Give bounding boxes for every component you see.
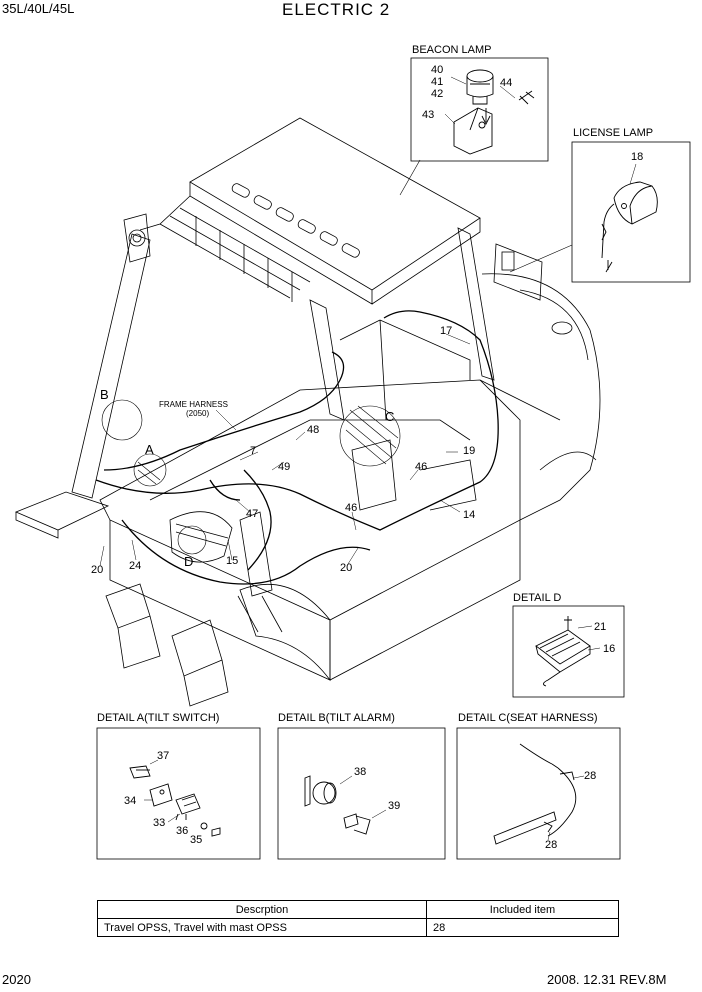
- detail-c-title: DETAIL C(SEAT HARNESS): [458, 712, 598, 724]
- header-description: Descrption: [97, 900, 427, 919]
- beacon-lamp-box: [410, 57, 549, 162]
- model-label: 35L/40L/45L: [2, 1, 75, 16]
- license-lamp-title: LICENSE LAMP: [573, 127, 654, 139]
- part-number: 42: [431, 88, 444, 100]
- license-lamp-art: [601, 163, 658, 273]
- part-number: 21: [594, 621, 607, 633]
- callout: 20: [91, 564, 104, 576]
- callout: B: [100, 387, 109, 402]
- part-number: 18: [631, 151, 644, 163]
- callout: 46: [415, 461, 428, 473]
- callout: 20: [340, 562, 353, 574]
- part-number: 16: [603, 643, 616, 655]
- row-description: Travel OPSS, Travel with mast OPSS: [97, 918, 427, 937]
- detail-b-box: [277, 727, 446, 860]
- part-number: 28: [584, 770, 597, 782]
- truck-frame-art: [14, 117, 601, 707]
- detail-a-box: [96, 727, 261, 860]
- callout: 46: [345, 502, 358, 514]
- table-row: Travel OPSS, Travel with mast OPSS 28: [97, 918, 619, 937]
- part-number: 28: [545, 839, 558, 851]
- callout: 7: [250, 445, 257, 457]
- frame-harness-wiring: [95, 310, 499, 585]
- part-number: 39: [388, 800, 401, 812]
- part-number: 37: [157, 750, 170, 762]
- beacon-lamp-title: BEACON LAMP: [412, 44, 492, 56]
- detail-a-art: [129, 759, 221, 837]
- frame-harness-code: (2050): [186, 409, 210, 418]
- part-number: 34: [124, 795, 137, 807]
- callout: 19: [463, 445, 476, 457]
- callout: D: [184, 554, 194, 569]
- callout-leaders: [99, 333, 471, 567]
- detail-circles: [101, 399, 401, 555]
- detail-c-box: [456, 727, 621, 860]
- callout: 15: [226, 555, 239, 567]
- frame-harness-label: FRAME HARNESS: [159, 400, 228, 409]
- part-number: 43: [422, 109, 435, 121]
- part-number: 33: [153, 817, 166, 829]
- table-header-row: Descrption Included item: [97, 900, 619, 919]
- detail-a-title: DETAIL A(TILT SWITCH): [97, 712, 220, 724]
- row-included-item: 28: [426, 918, 619, 937]
- callout: 14: [463, 509, 476, 521]
- part-number: 38: [354, 766, 367, 778]
- part-number: 40: [431, 64, 444, 76]
- callout: 48: [307, 424, 320, 436]
- part-number: 44: [500, 77, 513, 89]
- part-number: 36: [176, 825, 189, 837]
- callout: 17: [440, 325, 453, 337]
- part-number: 35: [190, 834, 203, 846]
- callout: 47: [246, 508, 259, 520]
- detail-d-title: DETAIL D: [513, 592, 562, 604]
- callout: 24: [129, 560, 142, 572]
- part-number: 41: [431, 76, 444, 88]
- detail-b-title: DETAIL B(TILT ALARM): [278, 712, 395, 724]
- callout: A: [145, 442, 154, 457]
- callout: C: [385, 409, 395, 424]
- page-number: 2020: [2, 972, 31, 987]
- revision-label: 2008. 12.31 REV.8M: [547, 972, 667, 987]
- detail-c-art: [493, 743, 585, 845]
- license-lamp-box: [571, 141, 691, 283]
- beacon-lamp-art: [444, 69, 535, 155]
- parts-table: Descrption Included item Travel OPSS, Tr…: [97, 900, 619, 937]
- detail-b-art: [304, 775, 387, 835]
- callout: 49: [278, 461, 291, 473]
- page-title: ELECTRIC 2: [282, 0, 391, 19]
- detail-d-box: [512, 605, 625, 698]
- header-included-item: Included item: [426, 900, 619, 919]
- detail-d-art: [535, 616, 601, 687]
